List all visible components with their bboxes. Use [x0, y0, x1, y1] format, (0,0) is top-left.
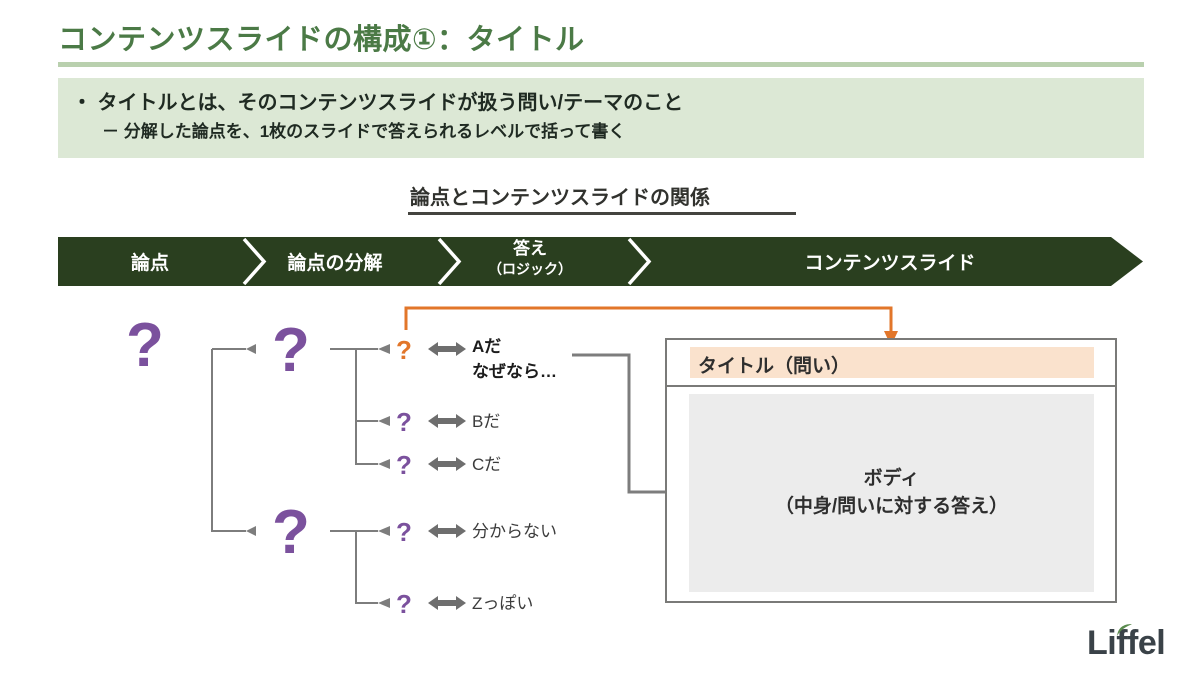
slide-mockup-body-text: ボディ （中身/問いに対する答え）: [774, 468, 1009, 517]
double-arrow-icon: [428, 524, 466, 538]
arrowhead: [378, 526, 390, 536]
banner-step-3-sublabel: （ロジック）: [488, 261, 572, 277]
banner-step-3-label: 答え: [513, 239, 547, 258]
highlight-connector: [404, 306, 893, 333]
question-node-root: ?: [126, 311, 164, 380]
slide-mockup-title: タイトル（問い）: [698, 356, 851, 377]
section-heading: 論点とコンテンツスライドの関係: [410, 187, 710, 209]
title-divider: [58, 62, 1144, 67]
leaf-question-a: ?: [396, 335, 412, 365]
process-banner-shape: [58, 237, 1143, 286]
arrowhead: [246, 344, 256, 354]
answer-c: Cだ: [472, 455, 502, 474]
arrowhead: [378, 416, 390, 426]
banner-step-1: 論点: [130, 253, 169, 274]
page-title: コンテンツスライドの構成①：タイトル: [58, 24, 585, 56]
answer-to-body-connector: [572, 353, 672, 494]
lead-callout-box: ・ タイトルとは、そのコンテンツスライドが扱う問い/テーマのこと － 分解した論…: [58, 78, 1144, 158]
lead-bullet-primary: ・ タイトルとは、そのコンテンツスライドが扱う問い/テーマのこと: [72, 92, 684, 114]
double-arrow-icon: [428, 342, 466, 356]
leaf-question-b: ?: [396, 407, 412, 437]
answer-a-line2: なぜなら…: [472, 362, 557, 381]
answer-a: Aだ なぜなら…: [472, 334, 557, 384]
answer-x: 分からない: [472, 522, 557, 541]
leaf-question-x: ?: [396, 517, 412, 547]
section-heading-underline: [408, 212, 796, 215]
leaf-question-z: ?: [396, 589, 412, 619]
leaf-question-c: ?: [396, 450, 412, 480]
arrowhead: [378, 344, 390, 354]
slide-mockup-titlebar: [690, 347, 1094, 378]
question-node-upper: ?: [272, 316, 310, 385]
slide-mockup-divider: [665, 385, 1117, 387]
question-node-lower: ?: [272, 498, 310, 567]
process-banner: [58, 237, 1143, 286]
double-arrow-icon: [428, 457, 466, 471]
lead-bullet-secondary: － 分解した論点を、1枚のスライドで答えられるレベルで括って書く: [102, 122, 626, 141]
banner-step-3: 答え （ロジック）: [440, 238, 620, 278]
answer-z: Zっぽい: [472, 594, 534, 613]
leaf-icon: [1117, 624, 1132, 636]
banner-step-2: 論点の分解: [287, 253, 383, 274]
banner-step-4: コンテンツスライド: [804, 253, 976, 274]
arrowhead: [246, 526, 256, 536]
answer-a-line1: Aだ: [472, 337, 502, 356]
double-arrow-icon: [428, 596, 466, 610]
arrowhead: [378, 459, 390, 469]
arrowhead: [378, 598, 390, 608]
slide-mockup-body: ボディ （中身/問いに対する答え）: [689, 394, 1094, 592]
answer-b: Bだ: [472, 412, 501, 431]
double-arrow-icon: [428, 414, 466, 428]
brand-logo: Liffel: [1087, 624, 1166, 662]
